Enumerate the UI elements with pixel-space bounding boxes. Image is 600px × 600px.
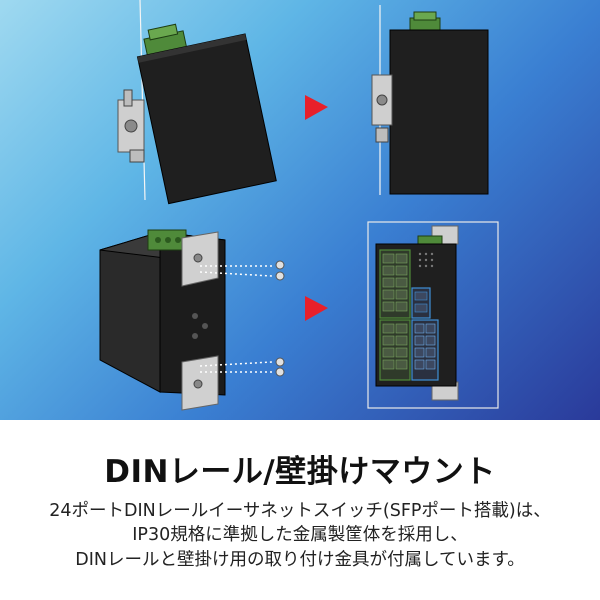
caption-line-2: IP30規格に準拠した金属製筐体を採用し、 [132, 525, 468, 545]
mounting-illustration [99, 0, 499, 411]
din-rail-mount-before [117, 0, 277, 205]
caption-area [0, 420, 600, 600]
caption-line-1: 24ポートDINレールイーサネットスイッチ(SFPポート搭載)は、 [49, 501, 551, 521]
caption-title: DINレール/壁掛けマウント [104, 454, 496, 490]
arrow-right-icon [305, 95, 328, 120]
wall-mount-after [367, 221, 499, 409]
caption-line-3: DINレールと壁掛け用の取り付け金具が付属しています。 [75, 550, 525, 570]
arrow-right-icon [305, 296, 328, 321]
din-rail-mount-after [371, 5, 489, 195]
wall-mount-before [99, 229, 285, 411]
